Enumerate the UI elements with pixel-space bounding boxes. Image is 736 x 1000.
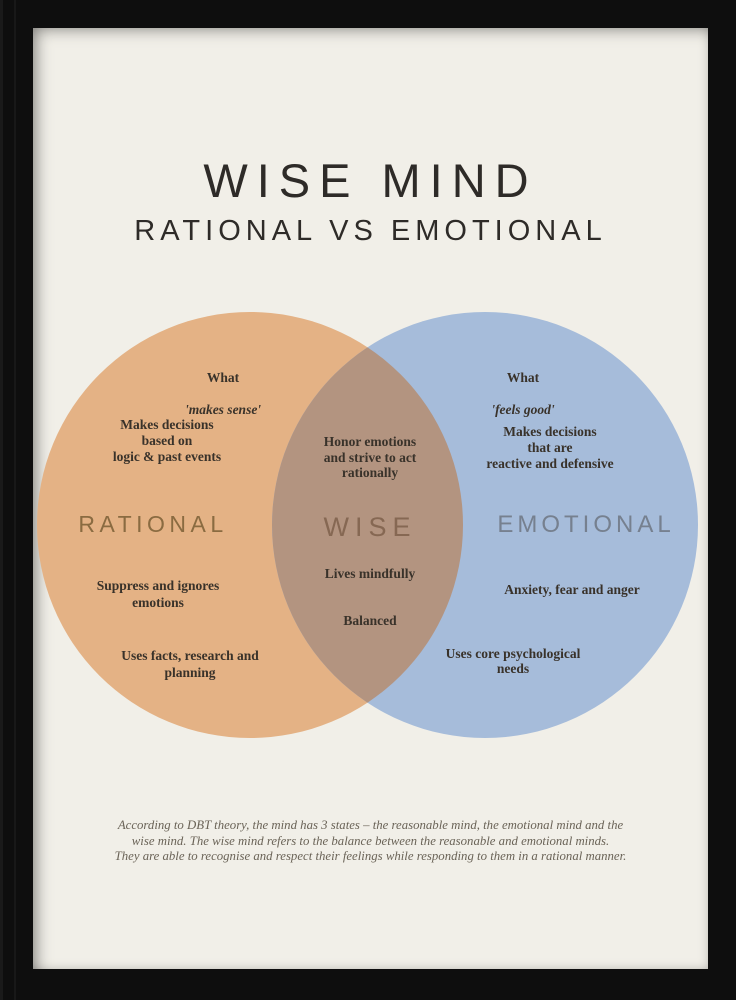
emotional-point-2: Anxiety, fear and anger: [504, 582, 640, 597]
wise-label: WISE: [323, 512, 417, 542]
rational-point-2: Suppress and ignores emotions: [96, 578, 220, 610]
rational-what-quote: 'makes sense': [184, 402, 262, 417]
rational-label: RATIONAL: [78, 511, 228, 537]
wise-point-3: Balanced: [343, 613, 397, 628]
emotional-point-3: Uses core psychological needs: [445, 646, 581, 676]
emotional-what-block: What 'feels good': [491, 354, 554, 434]
poster-subtitle: RATIONAL VS EMOTIONAL: [134, 215, 607, 247]
poster-sheet: WISE MIND RATIONAL VS EMOTIONAL What 'ma…: [33, 28, 708, 969]
wise-point-1: Honor emotions and strive to act rationa…: [323, 434, 417, 480]
emotional-what: What: [506, 370, 540, 385]
emotional-label: EMOTIONAL: [497, 511, 675, 538]
dbt-caption: According to DBT theory, the mind has 3 …: [114, 818, 627, 864]
wise-point-2: Lives mindfully: [324, 566, 416, 581]
rational-point-3: Uses facts, research and planning: [121, 648, 259, 680]
overlap-lens: [272, 312, 463, 738]
rational-what-block: What 'makes sense': [185, 354, 261, 434]
emotional-point-1: Makes decisions that are reactive and de…: [486, 424, 614, 471]
rational-what: What: [206, 370, 240, 385]
rational-point-1: Makes decisions based on logic & past ev…: [112, 417, 222, 464]
poster-title: WISE MIND: [203, 154, 538, 207]
venn-diagram: [37, 312, 698, 738]
emotional-what-quote: 'feels good': [491, 402, 555, 417]
